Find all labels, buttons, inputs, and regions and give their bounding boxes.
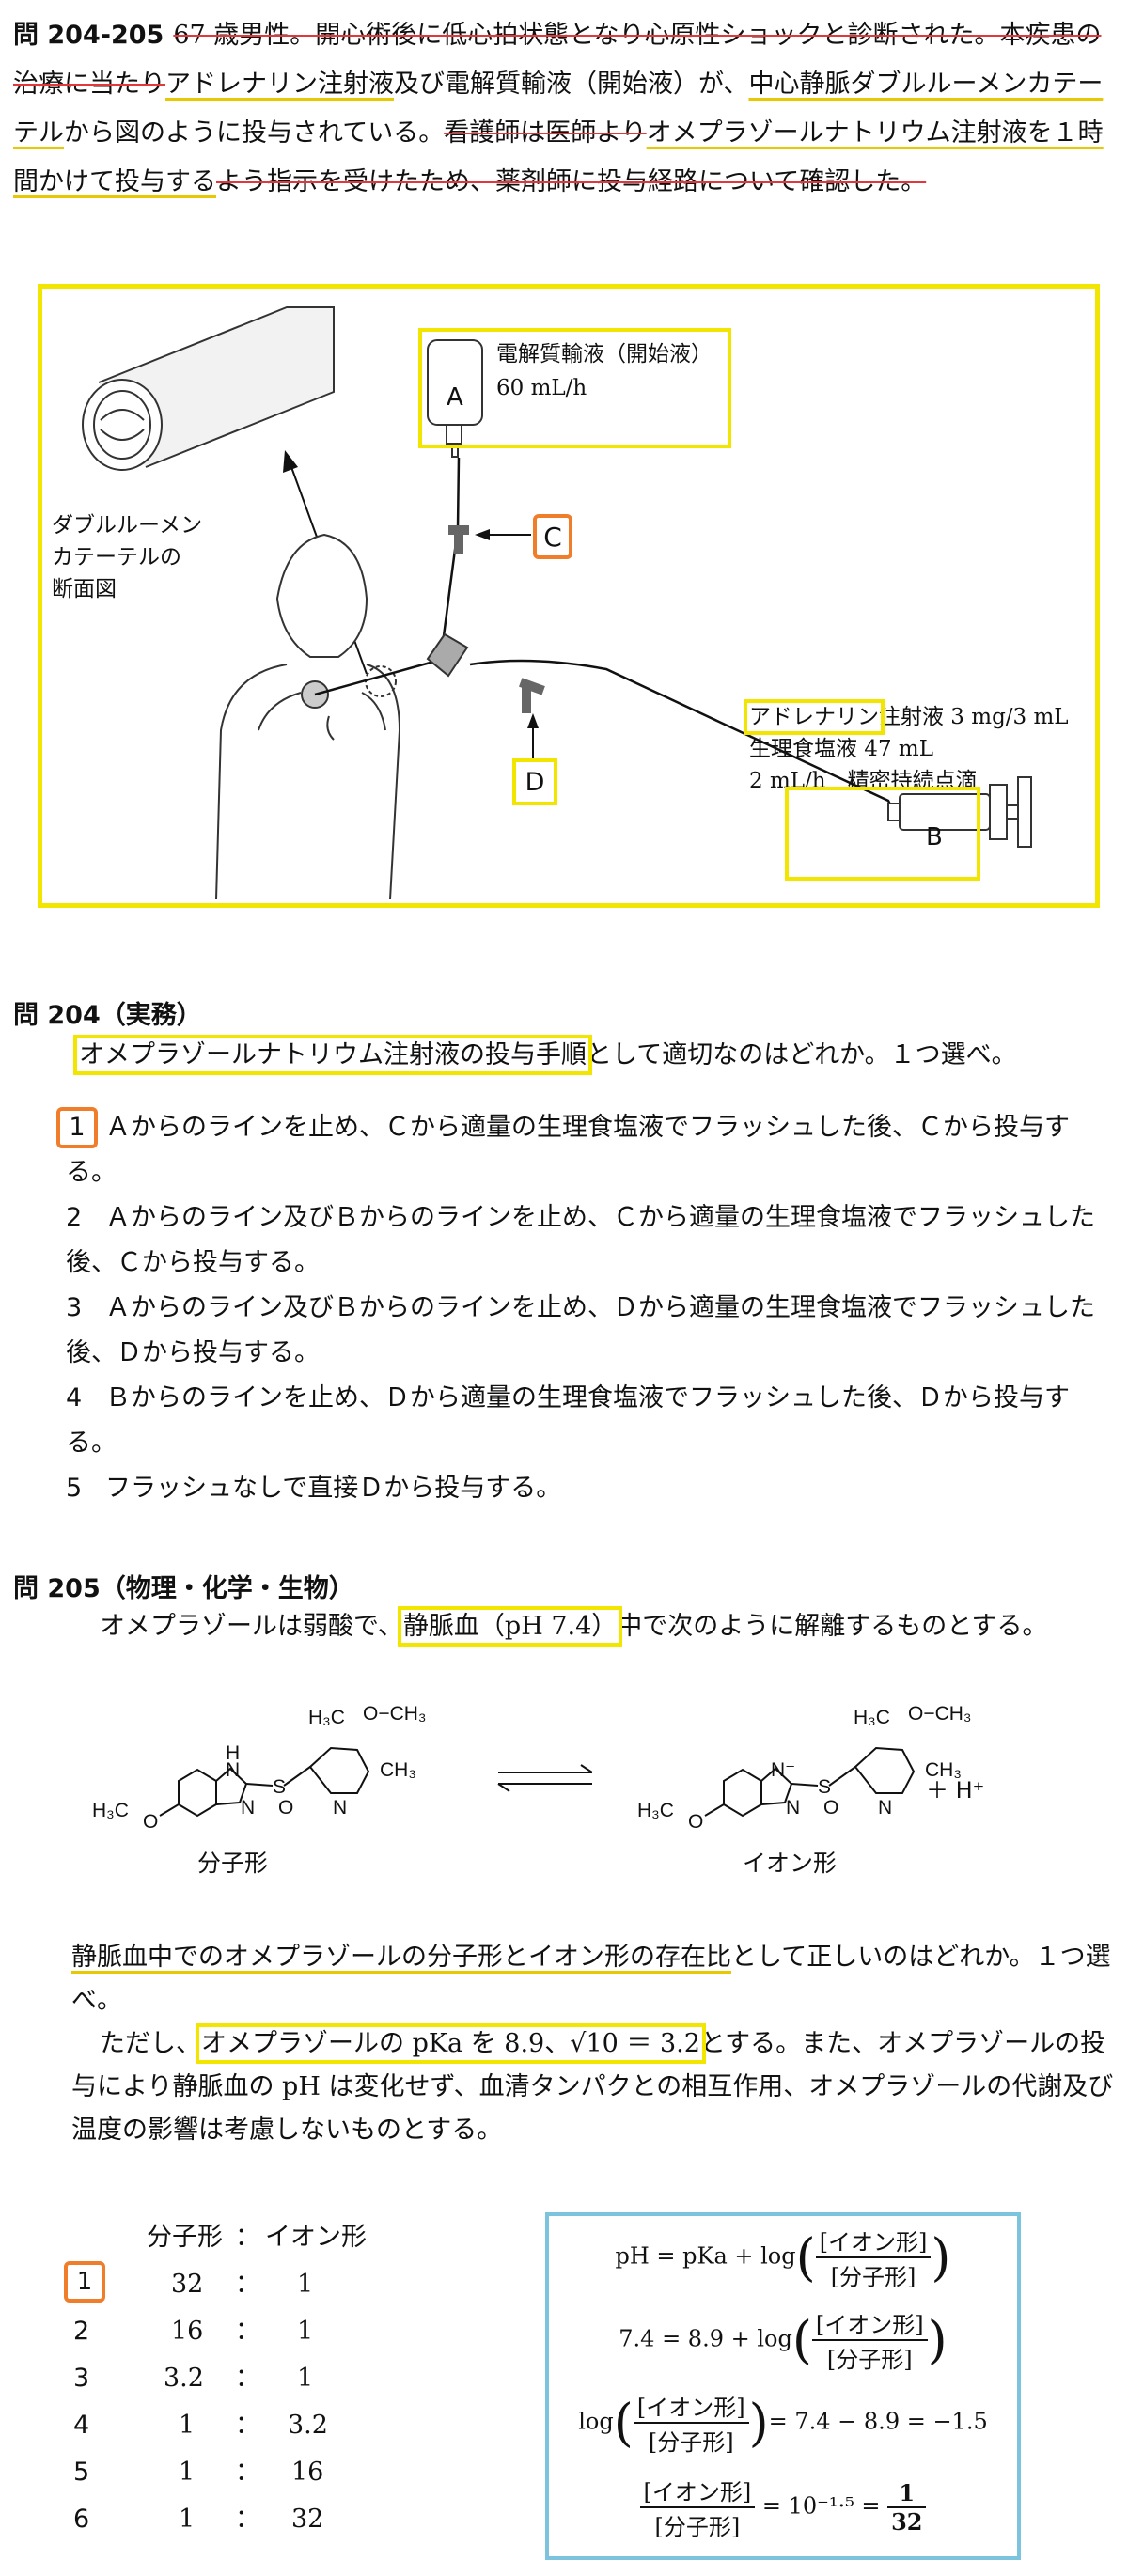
intro-text-3: から図のように投与されている。 (64, 118, 445, 148)
syringe-box (785, 787, 980, 881)
saline-line: 生理食塩液 47 mL (749, 737, 933, 761)
svg-text:N: N (333, 1797, 347, 1819)
question-number: 問 204-205 (13, 21, 164, 50)
intro-text-2: 及び電解質輸液（開始液）が、 (394, 70, 749, 99)
ratio-option-5[interactable]: 5 1 ： 16 (73, 2458, 324, 2487)
formula-box: pH = pKa + log([イオン形][分子形]) 7.4 = 8.9 + … (545, 2212, 1021, 2560)
intro-adrenaline: アドレナリン注射液 (165, 70, 394, 99)
svg-text:O−CH₃: O−CH₃ (908, 1703, 971, 1725)
formula-line-1: pH = pKa + log([イオン形][分子形]) (549, 2224, 1017, 2291)
ratio-option-2[interactable]: 2 16 ： 1 (73, 2317, 314, 2346)
svg-text:N: N (786, 1797, 800, 1819)
catheter-caption-2: カテーテルの (52, 545, 181, 570)
svg-text:O−CH₃: O−CH₃ (363, 1703, 426, 1725)
fluid-bag-a (427, 339, 483, 458)
molecular-form-label: 分子形 (197, 1850, 269, 1877)
adrenaline-label: アドレナリン (744, 699, 885, 735)
diagram-drawing (82, 306, 1032, 900)
q204-stem-rest: として適切なのはどれか。１つ選べ。 (587, 1040, 1017, 1069)
infusion-diagram: A 電解質輸液（開始液） 60 mL/h C D ダブルルーメン カテーテルの … (38, 284, 1100, 908)
svg-text:CH₃: CH₃ (380, 1759, 416, 1781)
ratio-table-header: 分子形 ： イオン形 (147, 2223, 367, 2252)
svg-text:CH₃: CH₃ (925, 1759, 962, 1781)
syringe-b (887, 776, 1032, 848)
ratio-option-3[interactable]: 3 3.2 ： 1 (73, 2364, 314, 2393)
q204-stem: オメプラゾールナトリウム注射液の投与手順として適切なのはどれか。１つ選べ。 (73, 1034, 1113, 1077)
formula-line-3: log([イオン形][分子形])= 7.4 − 8.9 = −1.5 (549, 2389, 1017, 2457)
svg-text:O: O (143, 1811, 158, 1833)
molecule-ion (704, 1746, 916, 1818)
svg-text:H₃C: H₃C (92, 1800, 129, 1821)
formula-line-2: 7.4 = 8.9 + log([イオン形][分子形]) (549, 2306, 1017, 2374)
answer-box-205: 1 (64, 2261, 105, 2303)
proton-label: ＋ H⁺ (926, 1777, 985, 1803)
svg-text:H: H (226, 1742, 240, 1764)
svg-text:N: N (241, 1797, 255, 1819)
svg-text:N: N (226, 1759, 240, 1781)
label-d: D (512, 758, 557, 805)
ionic-form-label: イオン形 (743, 1850, 838, 1877)
intro-struck-1: 67 歳男性。開心術後に低心拍状態となり心原性ショックと診断された。本疾患の治療… (13, 21, 1102, 99)
q205-intro: オメプラゾールは弱酸で、静脈血（pH 7.4）中で次のように解離するものとする。 (100, 1606, 1048, 1647)
q204-stem-box: オメプラゾールナトリウム注射液の投与手順 (73, 1035, 592, 1075)
adrenaline-rest: 注射液 3 mg/3 mL (879, 705, 1069, 729)
intro-struck-3: よう指示を受けたため、薬剤師に投与経路について確認した。 (216, 167, 927, 196)
patient-silhouette (215, 533, 401, 900)
catheter-caption-3: 断面図 (52, 577, 117, 601)
fluid-rate: 60 mL/h (496, 376, 588, 400)
label-b: B (926, 823, 943, 851)
svg-text:O: O (278, 1797, 293, 1819)
fluid-name: 電解質輸液（開始液） (496, 342, 713, 367)
svg-text:H₃C: H₃C (854, 1707, 890, 1728)
svg-text:H₃C: H₃C (308, 1707, 345, 1728)
catheter-illustration (82, 306, 335, 471)
label-a: A (446, 383, 463, 412)
q205-stem-underline: 静脈血中でのオメプラゾールの分子形とイオン形の存在比 (71, 1943, 731, 1972)
fluid-a-box (418, 328, 731, 448)
svg-text:H₃C: H₃C (637, 1800, 674, 1821)
q204-heading: 問 204（実務） (13, 1001, 202, 1030)
ratio-option-6[interactable]: 6 1 ： 32 (73, 2505, 324, 2534)
connector-d (519, 678, 545, 713)
connector-c (448, 525, 469, 554)
q205-heading: 問 205（物理・化学・生物） (13, 1574, 354, 1603)
ratio-option-1[interactable]: 1 32 ： 1 (64, 2261, 461, 2308)
adrenaline-line: アドレナリン注射液 3 mg/3 mL (744, 699, 1069, 735)
venous-blood-box: 静脈血（pH 7.4） (397, 1606, 623, 1647)
intro-catheter: 中心静脈ダブルルーメンカテーテル (13, 70, 1104, 148)
intro-omeprazole: オメプラゾールナトリウム注射液を１時間かけて投与する (13, 118, 1104, 196)
catheter-caption-1: ダブルルーメン (52, 513, 203, 538)
q205-stem: 静脈血中でのオメプラゾールの分子形とイオン形の存在比として正しいのはどれか。１つ… (71, 1943, 1111, 2015)
equilibrium-arrows (497, 1764, 593, 1792)
molecule-neutral (159, 1746, 370, 1818)
svg-text:S: S (273, 1776, 286, 1798)
svg-text:O: O (823, 1797, 838, 1819)
answer-box: 1 (56, 1107, 98, 1148)
label-c: C (533, 514, 572, 559)
svg-text:S: S (818, 1776, 831, 1798)
ratio-option-4[interactable]: 4 1 ： 3.2 (73, 2411, 328, 2440)
svg-text:N: N (878, 1797, 892, 1819)
svg-text:O: O (688, 1811, 703, 1833)
intro-struck-2: 看護師は医師より (444, 118, 647, 148)
svg-text:N⁻: N⁻ (771, 1759, 795, 1781)
junction-connector (426, 632, 469, 678)
q205-note: ただし、オメプラゾールの pKa を 8.9、√10 ＝ 3.2とする。また、オ… (71, 2023, 1114, 2145)
pka-box: オメプラゾールの pKa を 8.9、√10 ＝ 3.2 (196, 2023, 706, 2064)
